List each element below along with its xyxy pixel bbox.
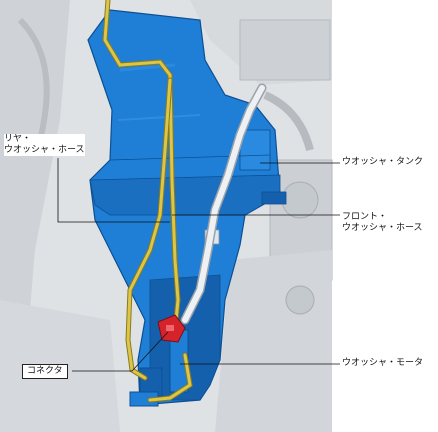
front-washer-hose-label-line2: ウオッシャ・ホース (342, 223, 423, 233)
washer-tank-label: ウオッシャ・タンク (342, 157, 424, 168)
front-washer-hose-label: フロント・ ウオッシャ・ホース (342, 212, 423, 234)
connector-label-text: コネクタ (27, 366, 63, 376)
yellow-washer-hoses (102, 0, 193, 403)
connector-label: コネクタ (22, 364, 68, 379)
front-washer-hose-label-line1: フロント・ (342, 212, 388, 222)
white-hose (180, 83, 267, 325)
rear-washer-hose-label-line1: リヤ・ (4, 134, 32, 144)
leader-lines (57, 158, 340, 372)
washer-motor-label: ウオッシャ・モータ (342, 358, 424, 369)
washer-tank-label-text: ウオッシャ・タンク (342, 157, 424, 167)
rear-washer-hose-label-line2: ウオッシャ・ホース (4, 145, 85, 155)
rear-washer-hose-label: リヤ・ ウオッシャ・ホース (4, 134, 85, 156)
washer-motor-label-text: ウオッシャ・モータ (342, 358, 424, 368)
